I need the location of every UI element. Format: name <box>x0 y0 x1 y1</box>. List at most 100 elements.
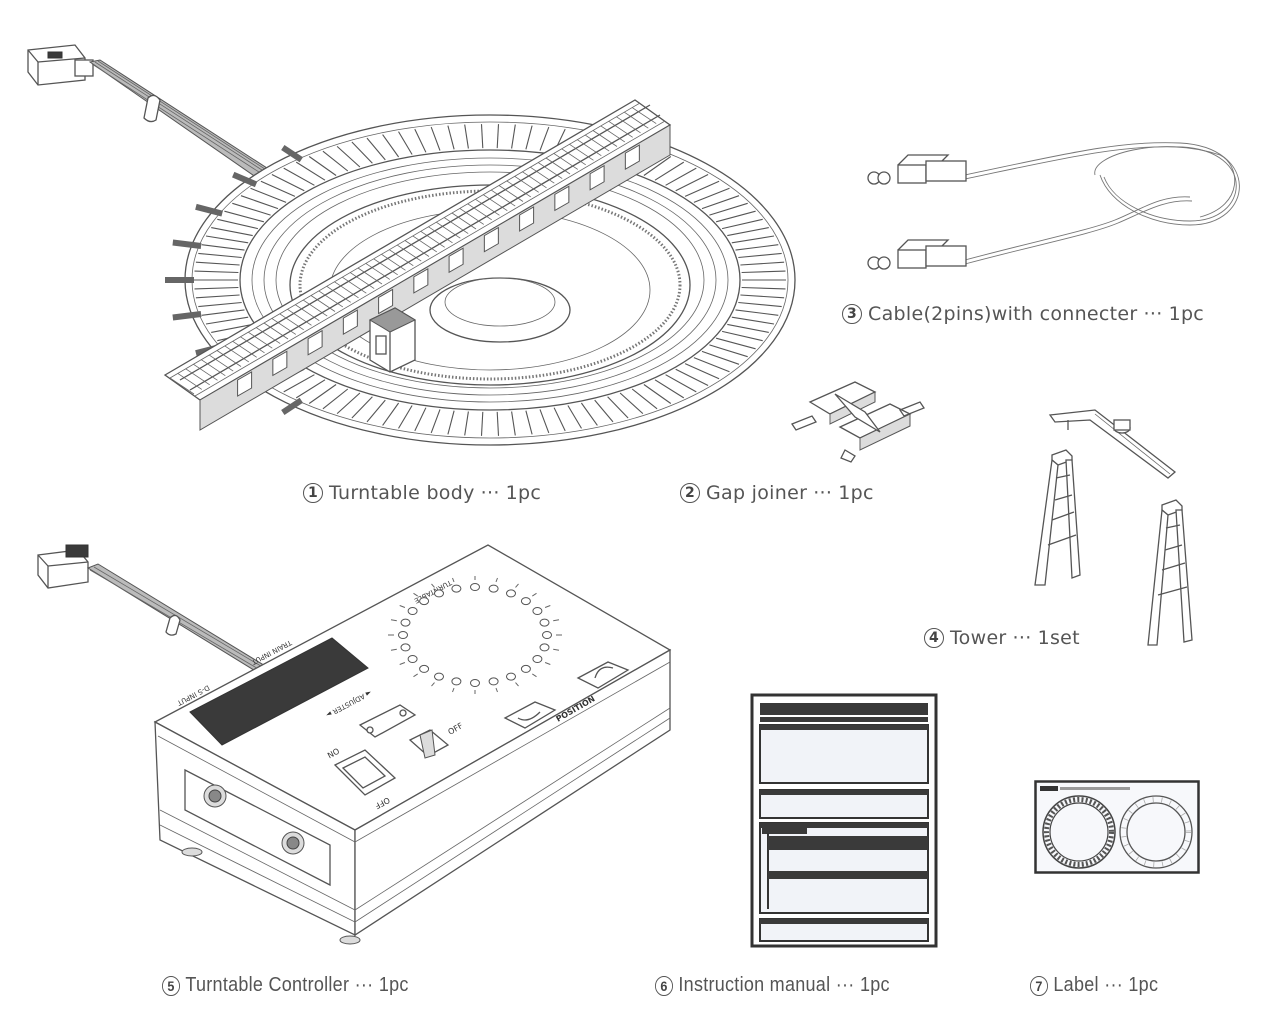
caption-label: 7 Label ··· 1pc <box>1030 974 1158 997</box>
bridge-tie <box>208 354 234 372</box>
track-stub <box>232 171 258 188</box>
led-tick <box>452 687 455 693</box>
position-led <box>488 584 499 593</box>
track-tie <box>201 244 245 251</box>
bridge-tie <box>475 198 500 216</box>
bridge-tie <box>522 171 547 189</box>
track-tie <box>398 131 413 155</box>
bridge-tie <box>318 290 344 308</box>
part-quantity: 1set <box>1037 627 1080 649</box>
track-tie <box>447 410 455 435</box>
bridge-tie <box>240 336 265 354</box>
controller-connector-plug <box>37 544 282 681</box>
track-tie <box>731 235 775 244</box>
cable-illustration <box>860 135 1260 285</box>
track-tie <box>195 294 240 299</box>
track-tie <box>735 309 779 316</box>
position-led <box>451 584 462 593</box>
part-quantity: 1pc <box>838 482 874 504</box>
track-tie <box>741 270 786 274</box>
position-led <box>520 664 531 673</box>
bridge-tie <box>616 116 641 134</box>
bridge-tie <box>624 111 649 129</box>
track-tie <box>308 156 337 176</box>
track-tie <box>195 261 240 266</box>
caption-cable: 3 Cable(2pins)with connecter ··· 1pc <box>842 303 1204 325</box>
part-separator: ··· <box>835 974 855 996</box>
bridge-tie <box>381 253 406 271</box>
track-tie <box>511 124 516 149</box>
cable-icon <box>867 142 1240 270</box>
turntable-body-illustration <box>20 40 810 460</box>
part-number-badge: 3 <box>842 304 862 324</box>
bridge-tie <box>514 175 539 193</box>
bridge-tie <box>349 272 375 289</box>
track-tie <box>336 145 361 168</box>
track-tie <box>366 137 386 161</box>
track-tie <box>654 161 685 181</box>
track-tie <box>464 411 469 436</box>
position-led <box>434 589 444 598</box>
part-name: Cable(2pins)with connecter <box>868 303 1138 325</box>
track-tie <box>295 379 326 399</box>
bridge-tie <box>420 230 445 248</box>
part-quantity: 1pc <box>505 482 542 504</box>
led-tick <box>431 583 435 588</box>
track-tie <box>480 411 484 436</box>
part-number-badge: 5 <box>162 975 180 996</box>
bridge-window <box>413 268 429 294</box>
bridge-tie <box>216 350 242 367</box>
track-stub <box>195 203 223 217</box>
bridge-window <box>554 185 570 212</box>
part-number-badge: 4 <box>924 628 944 648</box>
led-tick <box>544 605 551 608</box>
instruction-manual-illustration <box>750 693 938 948</box>
position-led <box>488 677 499 686</box>
led-tick <box>515 682 519 687</box>
position-led <box>398 631 408 639</box>
caption-instruction-manual: 6 Instruction manual ··· 1pc <box>655 974 890 997</box>
bridge-window <box>272 350 288 377</box>
track-tie <box>727 227 769 237</box>
part-number-badge: 6 <box>655 975 673 996</box>
position-led <box>539 618 550 627</box>
track-tie <box>675 174 709 192</box>
track-tie <box>715 210 756 223</box>
track-tie <box>727 323 769 333</box>
bridge-tie <box>389 249 414 267</box>
led-tick <box>413 673 418 678</box>
part-separator: ··· <box>354 974 374 996</box>
bridge-tie <box>193 363 218 381</box>
controller-icon: TRAIN INPUT D-S INPUT TURNTABLE ◄ ADJUST… <box>37 544 672 945</box>
track-tie <box>336 392 361 415</box>
turntable-icon <box>27 44 796 446</box>
part-separator: ··· <box>1143 303 1163 325</box>
track-tie <box>382 402 400 426</box>
track-tie <box>731 316 775 325</box>
bridge-tie <box>459 208 485 225</box>
bridge-tie <box>302 299 328 317</box>
position-led <box>506 672 516 681</box>
bridge-tie <box>248 331 273 349</box>
track-tie <box>271 174 305 192</box>
led-tick <box>413 592 418 597</box>
track-tie <box>741 286 786 290</box>
track-tie <box>684 180 720 197</box>
track-tie <box>715 337 756 350</box>
bridge-tie <box>600 125 626 143</box>
track-tie <box>201 309 245 316</box>
track-tie <box>738 301 782 308</box>
track-tie <box>308 384 337 404</box>
track-tie <box>701 195 740 210</box>
bridge-window <box>448 247 464 274</box>
track-tie <box>675 368 709 386</box>
position-led <box>407 655 418 663</box>
track-stub <box>281 397 303 415</box>
position-led <box>419 597 430 606</box>
led-tick <box>495 687 498 693</box>
track-tie <box>607 396 629 419</box>
bridge-tie <box>177 373 203 390</box>
bridge-tie <box>224 345 250 363</box>
bridge-tie <box>631 107 657 124</box>
position-led <box>532 655 543 663</box>
